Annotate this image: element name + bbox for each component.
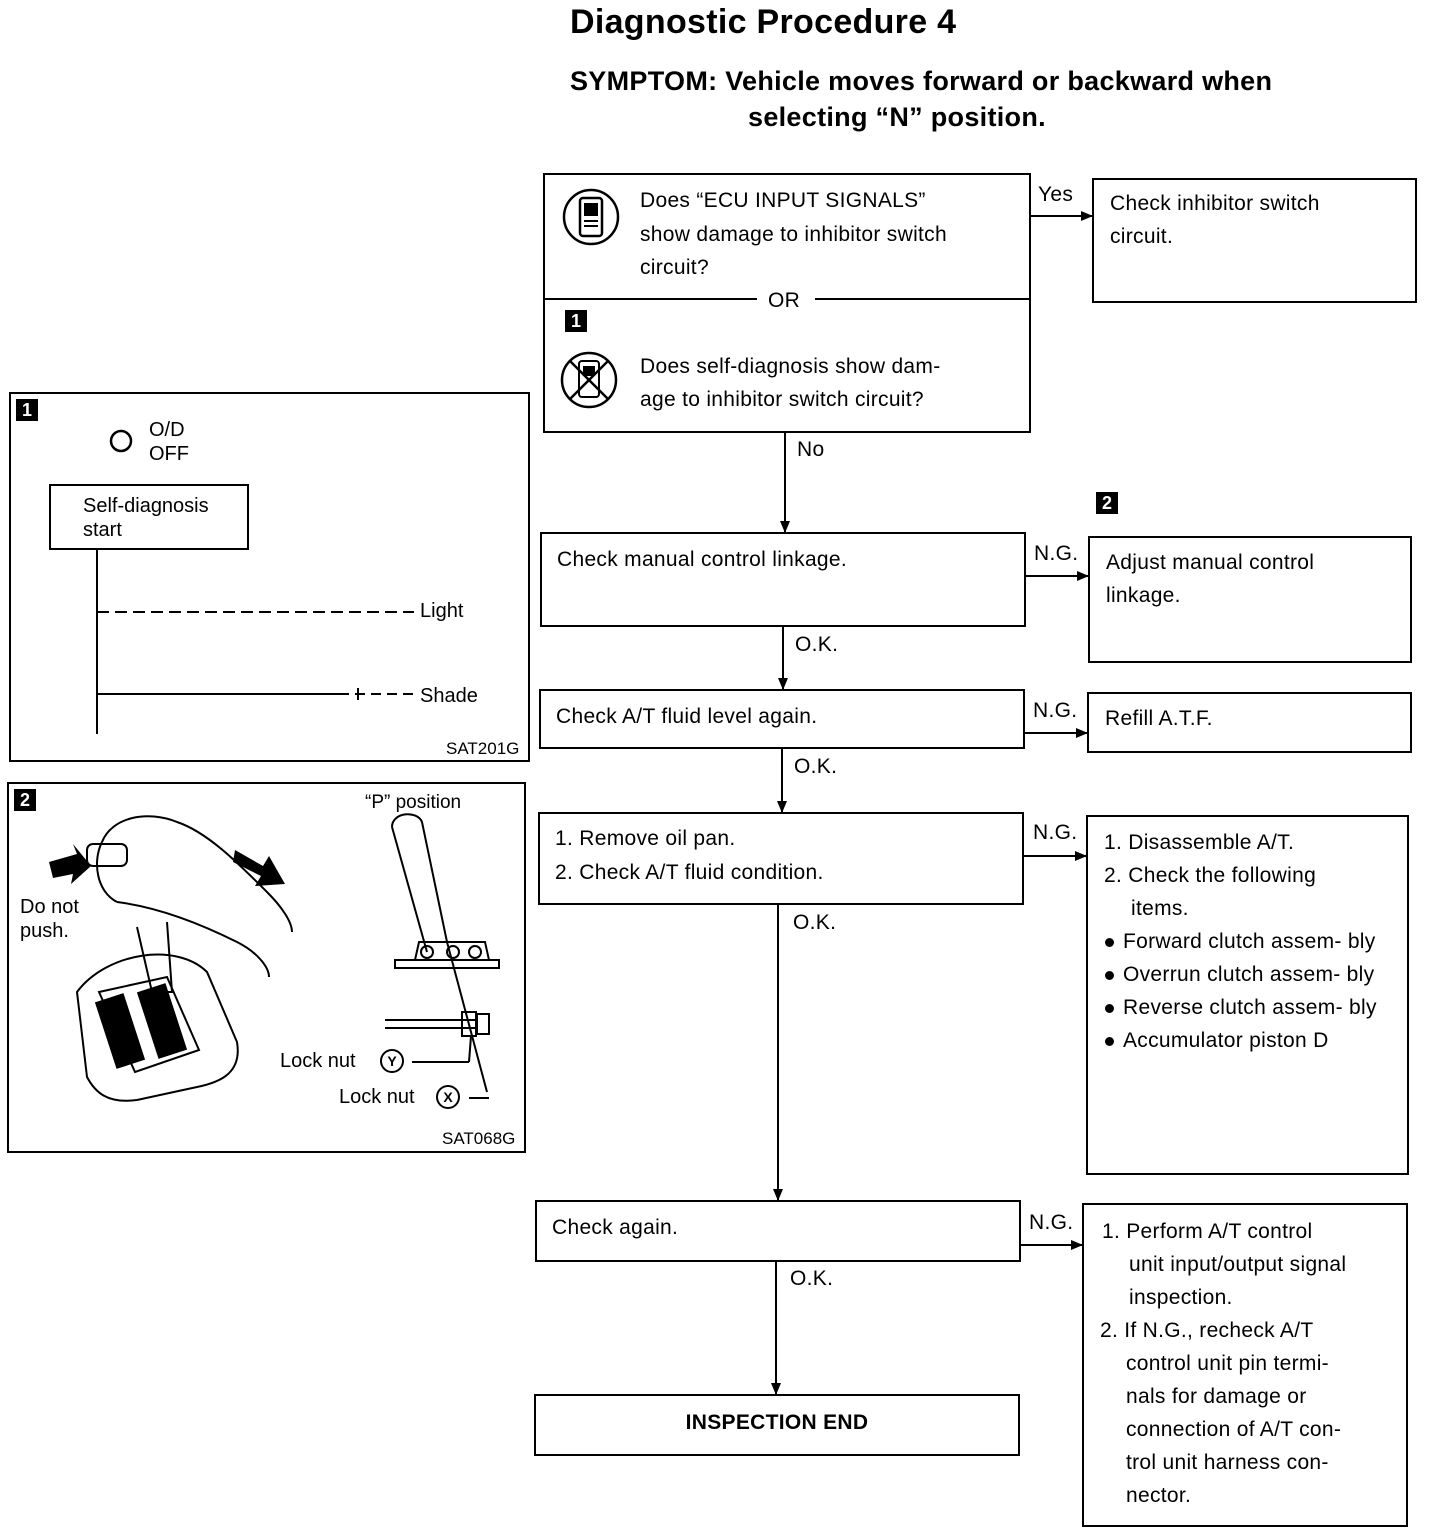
ng-label-fluid: N.G.: [1033, 699, 1078, 722]
refill-box: [1087, 692, 1412, 753]
inspection-end-box: [534, 1394, 1020, 1456]
adjust-linkage-line-2: linkage.: [1106, 584, 1181, 607]
light-label: Light: [420, 600, 464, 622]
perform-line-6: nals for damage or: [1126, 1385, 1307, 1408]
question-2-line-1: Does self-diagnosis show dam-: [640, 355, 941, 378]
oil-pan-line-1: 1. Remove oil pan.: [555, 827, 736, 850]
check-inhibitor-box: [1092, 178, 1417, 303]
page-title: Diagnostic Procedure 4: [570, 3, 957, 41]
self-diagnosis-start-line-2: start: [83, 519, 122, 541]
consult-tester-icon: [562, 188, 620, 246]
od-label-1: O/D: [149, 419, 185, 441]
figure-2-code: SAT068G: [442, 1129, 516, 1148]
figure-2-badge: 2: [14, 789, 36, 811]
perform-box: [1082, 1203, 1408, 1527]
self-diagnosis-start-line-1: Self-diagnosis: [83, 495, 209, 517]
disassemble-line-1: 1. Disassemble A/T.: [1104, 831, 1295, 854]
adjust-linkage-line-1: Adjust manual control: [1106, 551, 1315, 574]
perform-line-9: nector.: [1126, 1484, 1192, 1507]
question-1-line-3: circuit?: [640, 256, 709, 279]
refill-text: Refill A.T.F.: [1105, 707, 1213, 730]
badge-2: 2: [1096, 492, 1118, 514]
or-divider-left: [545, 298, 757, 300]
lock-nut-y-label: Lock nut: [280, 1050, 356, 1072]
ok-label-again: O.K.: [790, 1267, 834, 1290]
perform-line-7: connection of A/T con-: [1126, 1418, 1342, 1441]
disassemble-box: [1086, 815, 1409, 1175]
ok-label-fluid: O.K.: [794, 755, 838, 778]
check-fluid-box: [539, 689, 1025, 749]
lock-nut-x-label: Lock nut: [339, 1086, 415, 1108]
figure-1-panel: [9, 392, 530, 762]
adjust-linkage-box: [1088, 536, 1412, 663]
lock-nut-y-marker: Y: [380, 1049, 404, 1073]
symptom-line-1: SYMPTOM: Vehicle moves forward or backwa…: [570, 66, 1273, 96]
disassemble-line-3: items.: [1131, 897, 1189, 920]
disassemble-line-2: 2. Check the following: [1104, 864, 1317, 887]
oil-pan-box: [538, 812, 1024, 905]
badge-1: 1: [565, 310, 587, 332]
no-label: No: [797, 438, 825, 461]
ok-label-linkage: O.K.: [795, 633, 839, 656]
check-inhibitor-line-2: circuit.: [1110, 225, 1174, 248]
perform-line-3: inspection.: [1129, 1286, 1233, 1309]
do-not-push-line-2: push.: [20, 920, 69, 942]
yes-label: Yes: [1038, 183, 1074, 206]
ng-label-again: N.G.: [1029, 1211, 1074, 1234]
lock-nut-x-marker: X: [436, 1085, 460, 1109]
od-label-2: OFF: [149, 443, 189, 465]
ng-label-linkage: N.G.: [1034, 542, 1079, 565]
check-inhibitor-line-1: Check inhibitor switch: [1110, 192, 1320, 215]
perform-line-8: trol unit harness con-: [1126, 1451, 1329, 1474]
p-position-label: “P” position: [365, 792, 462, 813]
perform-line-4: 2. If N.G., recheck A/T: [1100, 1319, 1314, 1342]
do-not-push-line-1: Do not: [20, 896, 79, 918]
check-linkage-box: [540, 532, 1026, 627]
selector-lever-illustration: [49, 813, 500, 1102]
check-item: Overrun clutch assem- bly: [1103, 958, 1393, 991]
shade-label: Shade: [420, 685, 478, 707]
self-diagnosis-timing-diagram: [96, 550, 414, 734]
inspection-end-text: INSPECTION END: [685, 1411, 869, 1434]
or-label: OR: [768, 289, 801, 312]
check-item: Reverse clutch assem- bly: [1103, 991, 1393, 1024]
perform-line-5: control unit pin termi-: [1126, 1352, 1329, 1375]
no-tools-icon: [560, 351, 618, 409]
oil-pan-line-2: 2. Check A/T fluid condition.: [555, 861, 824, 884]
perform-line-2: unit input/output signal: [1129, 1253, 1347, 1276]
figure-1-badge: 1: [16, 399, 38, 421]
check-again-box: [535, 1200, 1021, 1262]
question-1-line-2: show damage to inhibitor switch: [640, 223, 947, 246]
ok-label-oilpan: O.K.: [793, 911, 837, 934]
ng-label-oilpan: N.G.: [1033, 821, 1078, 844]
question-1-line-1: Does “ECU INPUT SIGNALS”: [640, 189, 926, 212]
or-divider-right: [815, 298, 1029, 300]
symptom-line-2: selecting “N” position.: [748, 102, 1046, 132]
od-off-lamp-icon: [109, 429, 133, 453]
perform-line-1: 1. Perform A/T control: [1102, 1220, 1313, 1243]
check-items-list: Forward clutch assem- bly Overrun clutch…: [1103, 925, 1393, 1057]
figure-1-code: SAT201G: [446, 739, 520, 758]
question-2-line-2: age to inhibitor switch circuit?: [640, 388, 924, 411]
self-diagnosis-start-box: [49, 484, 249, 550]
check-fluid-text: Check A/T fluid level again.: [556, 705, 818, 728]
check-item: Forward clutch assem- bly: [1103, 925, 1393, 958]
question-box: [543, 173, 1031, 433]
check-again-text: Check again.: [552, 1216, 679, 1239]
check-linkage-text: Check manual control linkage.: [557, 548, 848, 571]
check-item: Accumulator piston D: [1103, 1024, 1393, 1057]
